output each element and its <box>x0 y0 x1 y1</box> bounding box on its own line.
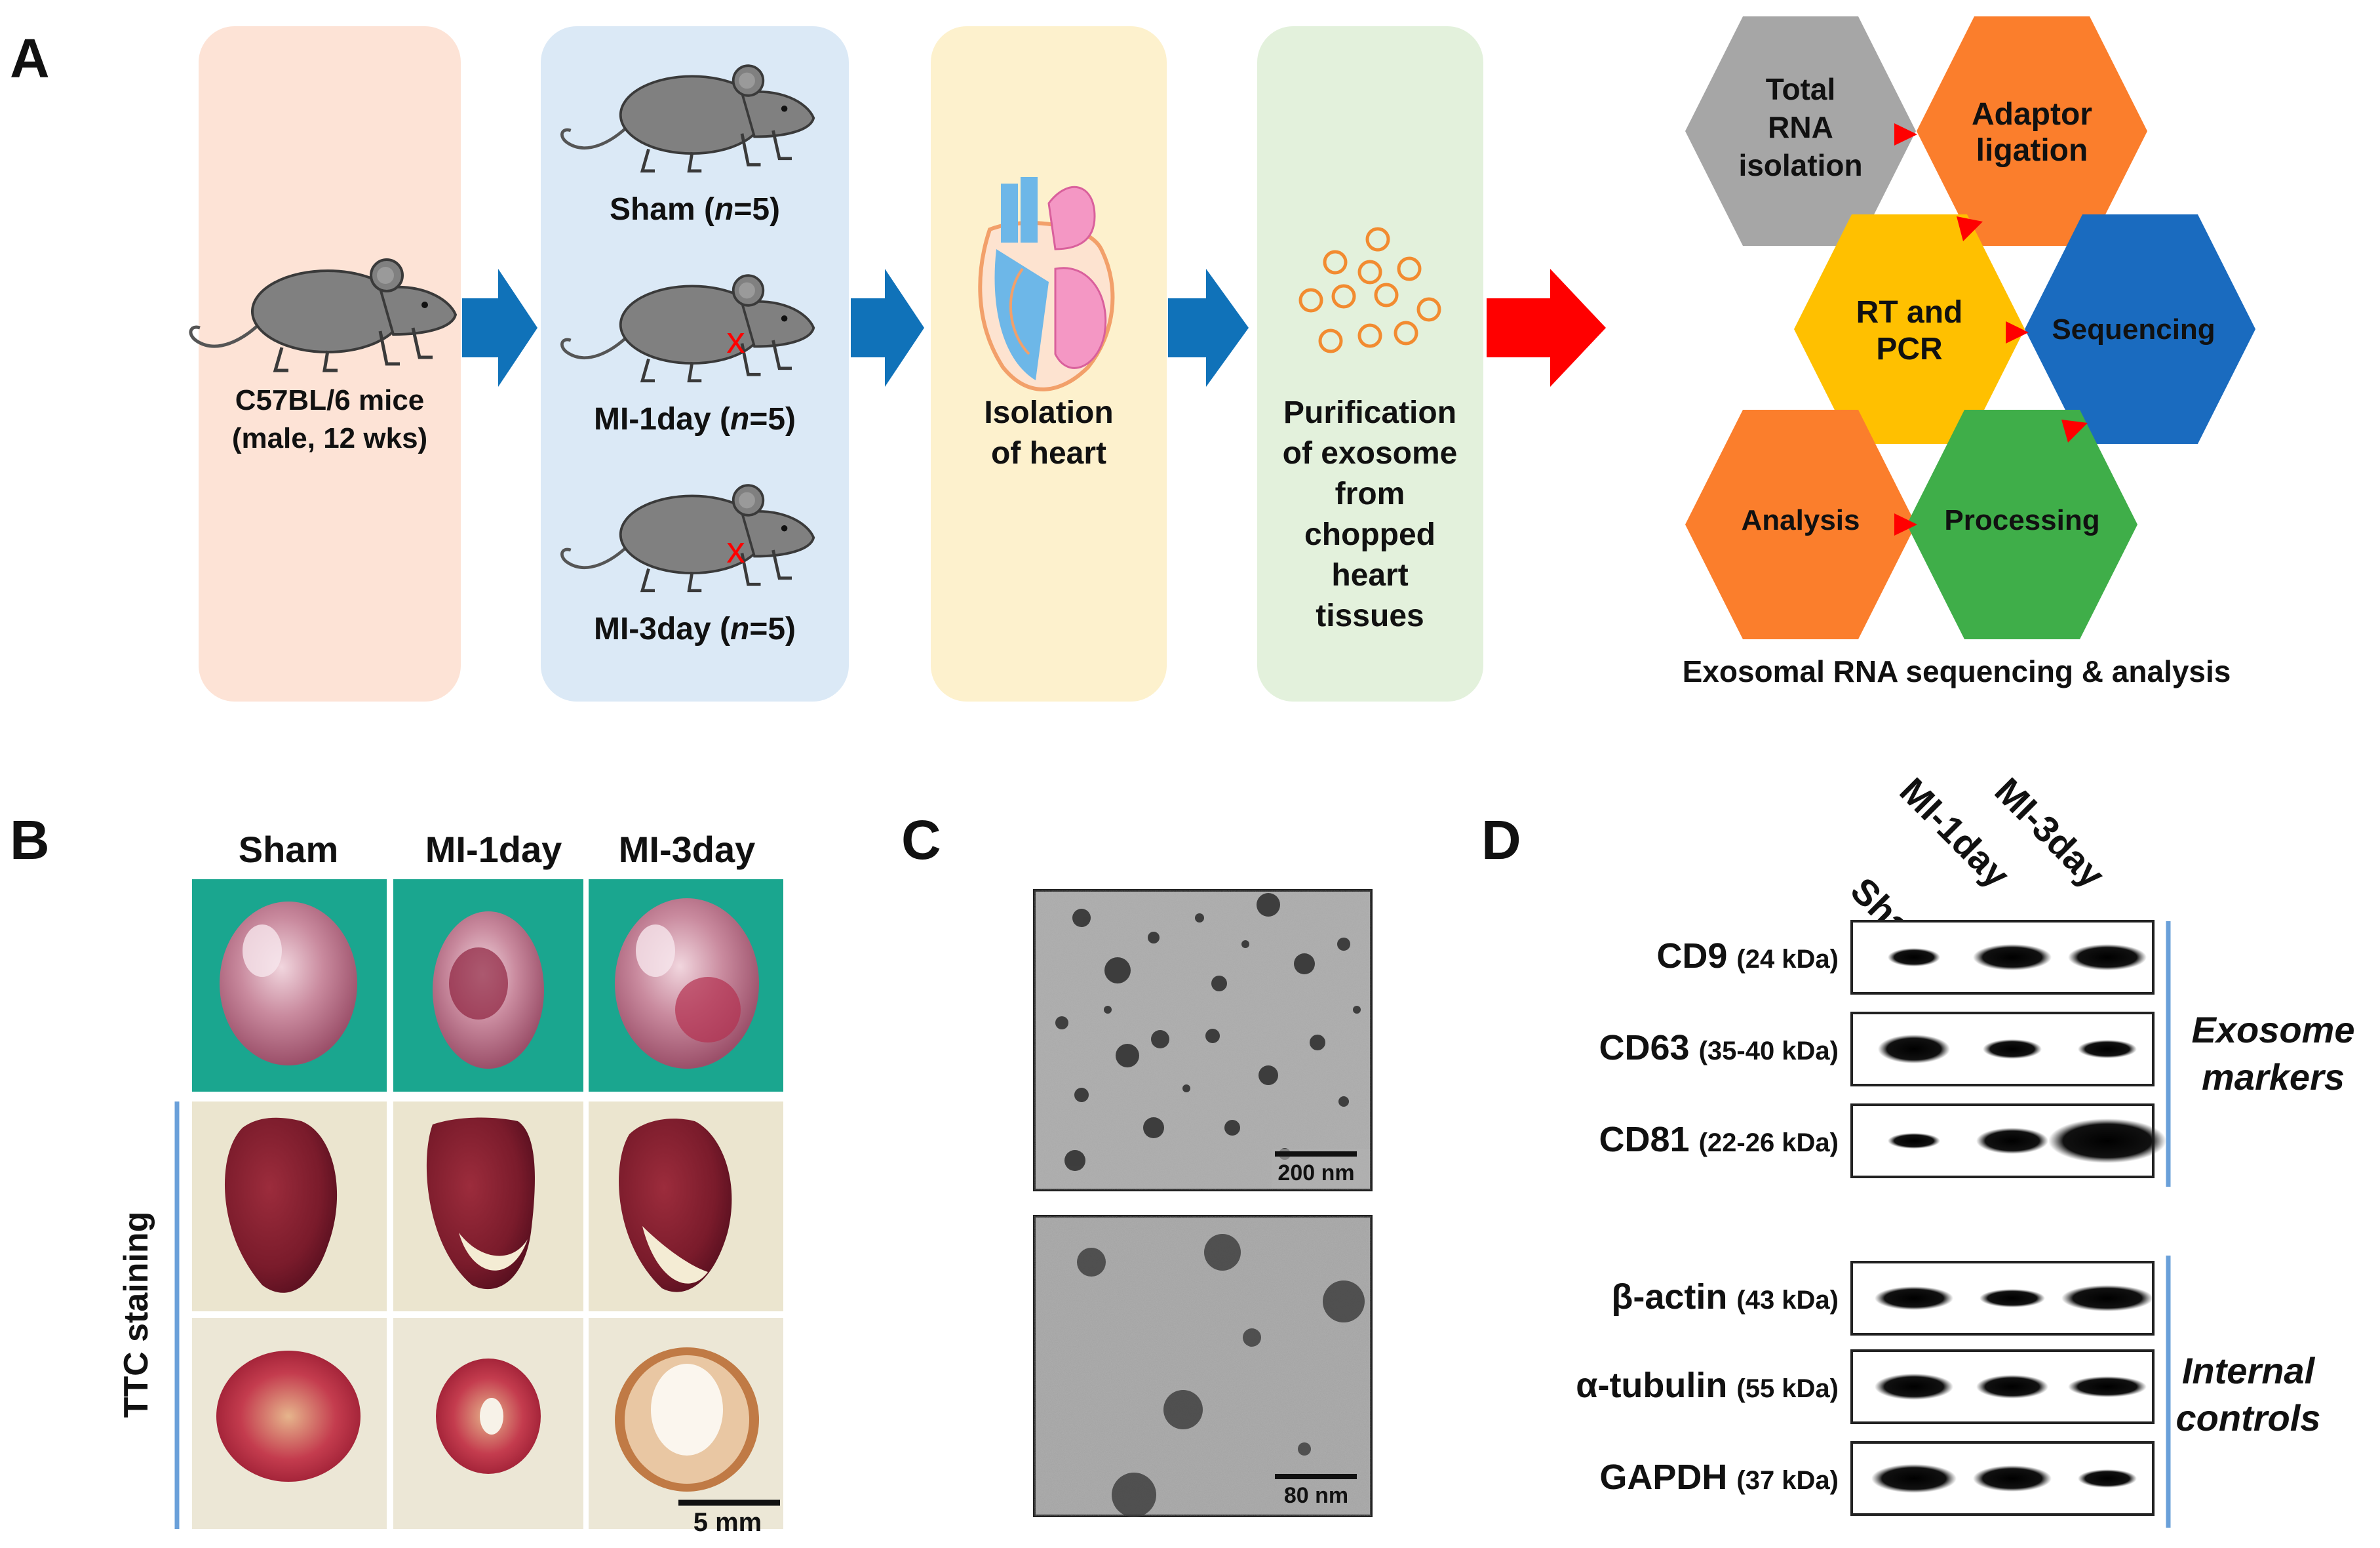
hex-text: RNA <box>1768 110 1833 144</box>
ttc-long-row <box>192 1101 783 1311</box>
blot-band <box>1888 948 1940 966</box>
flow-arrow-1 <box>462 269 537 387</box>
blot-label: GAPDH(37 kDa) <box>1599 1458 1839 1497</box>
scale-text-c-bottom: 80 nm <box>1284 1483 1348 1508</box>
blot-band <box>1875 1286 1953 1310</box>
heart-icon <box>978 177 1115 391</box>
step4-line: of exosome <box>1283 436 1458 471</box>
blot-band <box>2068 1376 2147 1397</box>
western-blots: CD9(24 kDa) CD63(35-40 kDa) CD81(22-26 kDa… <box>1576 920 2166 1516</box>
hex-text: isolation <box>1738 148 1862 182</box>
hex-text: RT and <box>1856 295 1963 330</box>
workflow-arrow <box>1894 123 1917 146</box>
blot-band <box>1871 1464 1957 1493</box>
exosome-icon <box>1298 227 1441 353</box>
blot-band <box>1976 1375 2048 1399</box>
group-controls-line2: controls <box>2176 1397 2321 1439</box>
hex-text: PCR <box>1876 332 1942 367</box>
blot-label: CD81(22-26 kDa) <box>1599 1120 1839 1159</box>
panel-b-col-sham: Sham <box>239 829 339 870</box>
group-controls-line1: Internal <box>2182 1350 2316 1391</box>
blot-band <box>2078 1469 2137 1488</box>
workflow-arrow <box>1957 216 1983 241</box>
panel-b-col-mi1: MI-1day <box>425 829 562 870</box>
panel-b-label: B <box>10 809 50 871</box>
blot-band <box>1983 1039 2042 1059</box>
blot-band <box>2061 1285 2153 1311</box>
hex-text: Total <box>1766 72 1835 106</box>
step-box-mice <box>199 26 461 702</box>
flow-arrow-red <box>1487 269 1606 387</box>
step1-line1: C57BL/6 mice <box>235 384 425 416</box>
panel-d-label: D <box>1481 809 1521 871</box>
step4-text: Purification of exosome from chopped hea… <box>1283 395 1458 633</box>
blot-label: CD9(24 kDa) <box>1656 936 1839 976</box>
blot-band <box>2068 944 2147 970</box>
hex-text: Analysis <box>1742 504 1860 536</box>
workflow-arrow <box>1894 513 1917 536</box>
blot-band <box>2048 1119 2166 1163</box>
hex-text: Processing <box>1944 504 2099 536</box>
step4-line: chopped <box>1304 517 1435 552</box>
panel-a-label: A <box>10 28 50 89</box>
tem-image-top: 200 nm <box>1033 889 1373 1191</box>
blot-band <box>1875 1374 1953 1400</box>
hex-text: ligation <box>1976 133 2088 168</box>
ttc-slice-row <box>192 1318 783 1529</box>
blot-label: CD63(35-40 kDa) <box>1599 1028 1839 1067</box>
mouse-icon-mi1: x <box>562 275 813 381</box>
group-label-sham: Sham (n=5) <box>610 192 780 227</box>
step-box-purification <box>1257 26 1483 702</box>
ttc-label: TTC staining <box>117 1212 155 1418</box>
infarct-x-icon: x <box>726 319 745 361</box>
flow-arrow-2 <box>851 269 924 387</box>
blot-label: β-actin(43 kDa) <box>1611 1277 1839 1317</box>
workflow-arrow <box>2006 321 2029 344</box>
group-exosome-line1: Exosome <box>2192 1009 2355 1050</box>
flow-arrow-3 <box>1168 269 1249 387</box>
step4-line: tissues <box>1316 599 1424 633</box>
workflow-arrow <box>2061 420 2088 443</box>
workflow-hexagons: Total RNA isolation Adaptor ligation RT … <box>1685 16 2255 639</box>
infarct-x-icon: x <box>726 529 745 571</box>
step3-line1: Isolation <box>984 395 1113 430</box>
workflow-caption: Exosomal RNA sequencing & analysis <box>1683 654 2231 688</box>
group-exosome-line2: markers <box>2202 1056 2345 1098</box>
step3-line2: of heart <box>991 436 1106 471</box>
blot-band <box>1878 1035 1950 1063</box>
step4-line: Purification <box>1283 395 1456 430</box>
step1-line2: (male, 12 wks) <box>232 422 427 454</box>
group-label-mi1: MI-1day (n=5) <box>594 402 796 437</box>
step4-line: from <box>1335 477 1405 511</box>
group-label-mi3: MI-3day (n=5) <box>594 612 796 646</box>
whole-heart-row <box>192 879 783 1092</box>
tem-image-bottom: 80 nm <box>1033 1215 1373 1517</box>
blot-band <box>1976 1128 2048 1154</box>
hex-text: Adaptor <box>1972 97 2092 132</box>
blot-band <box>1973 1465 2052 1492</box>
scale-text-b: 5 mm <box>693 1508 762 1537</box>
mouse-icon-mi3: x <box>562 485 813 591</box>
step4-line: heart <box>1331 558 1408 593</box>
blot-band <box>1980 1289 2045 1307</box>
blot-band <box>1973 944 2052 970</box>
blot-band <box>1888 1133 1940 1149</box>
blot-label: α-tubulin(55 kDa) <box>1576 1366 1839 1405</box>
scale-text-c-top: 200 nm <box>1278 1161 1354 1185</box>
hex-text: Sequencing <box>2052 313 2215 346</box>
panel-c-label: C <box>901 809 941 871</box>
panel-b-col-mi3: MI-3day <box>619 829 756 870</box>
blot-band <box>2078 1040 2137 1058</box>
